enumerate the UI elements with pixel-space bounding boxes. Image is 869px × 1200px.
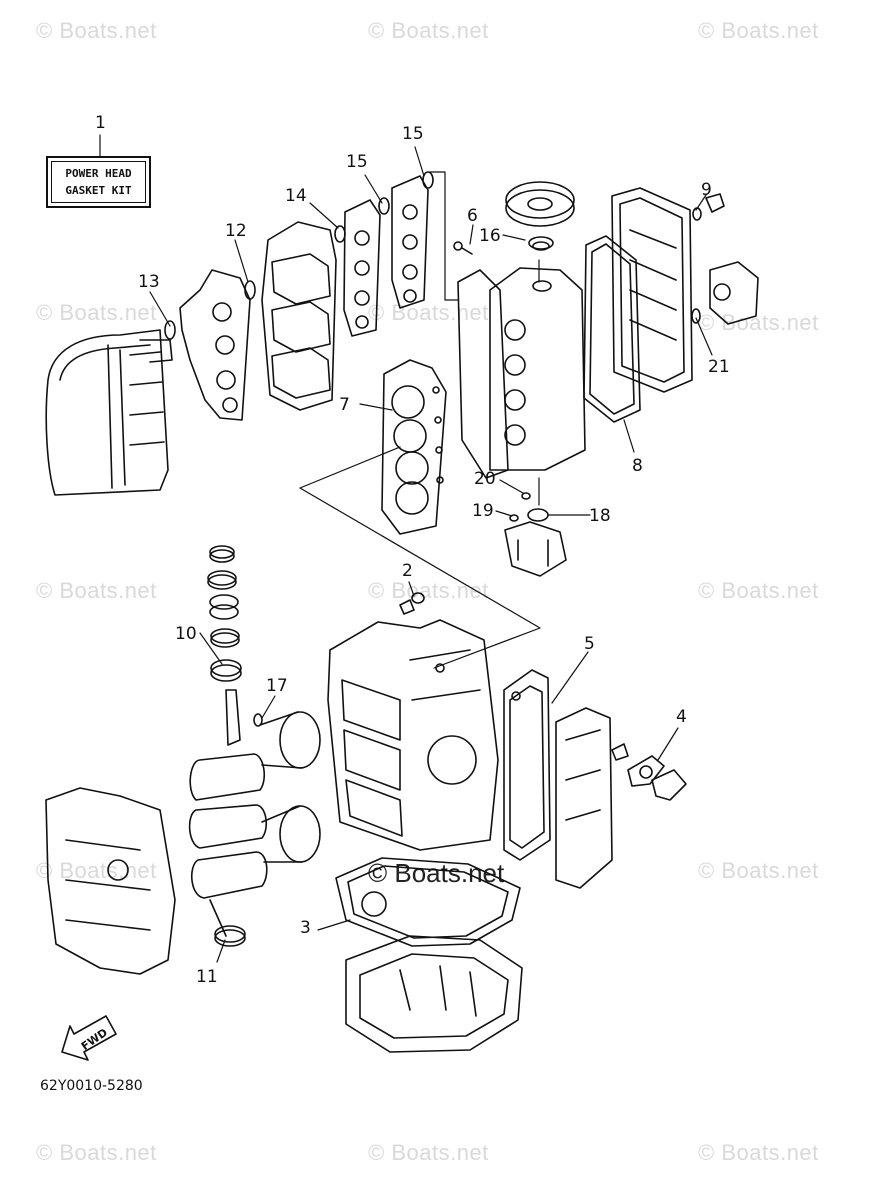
exhaust-cover <box>555 707 629 889</box>
cylinder-block <box>327 619 499 851</box>
callout-15b[interactable]: 15 <box>402 124 424 144</box>
callout-12[interactable]: 12 <box>225 221 247 241</box>
callout-15a[interactable]: 15 <box>346 152 368 172</box>
callout-17[interactable]: 17 <box>266 676 288 696</box>
watermark: © Boats.net <box>36 578 157 603</box>
part-7-head-gasket <box>381 359 447 535</box>
crankcase-half <box>45 787 176 975</box>
watermark: © Boats.net <box>698 1140 819 1165</box>
callout-16[interactable]: 16 <box>479 226 501 246</box>
callout-14[interactable]: 14 <box>285 186 307 206</box>
part-13-cover <box>45 329 173 496</box>
oil-pan <box>345 935 523 1053</box>
part-2-bolt <box>399 592 425 615</box>
watermark: © Boats.net <box>698 578 819 603</box>
watermark: © Boats.net <box>368 18 489 43</box>
watermark-center: © Boats.net <box>368 858 505 888</box>
callout-2[interactable]: 2 <box>402 561 413 581</box>
watermark: © Boats.net <box>368 578 489 603</box>
callout-13[interactable]: 13 <box>138 272 160 292</box>
watermark: © Boats.net <box>368 1140 489 1165</box>
callout-4[interactable]: 4 <box>676 707 687 727</box>
part-14-manifold <box>261 221 346 411</box>
watermark: © Boats.net <box>698 18 819 43</box>
cylinder-head-block <box>457 267 586 479</box>
part-16-pulley <box>505 181 575 251</box>
callout-1[interactable]: 1 <box>95 113 106 133</box>
kit-label-line1: POWER HEAD <box>65 167 132 180</box>
leader-lines <box>99 134 713 963</box>
part-10-bearings <box>207 545 242 682</box>
part-12-plate <box>164 269 256 421</box>
watermark: © Boats.net <box>36 858 157 883</box>
part-21-housing <box>691 261 759 325</box>
part-15-gaskets <box>343 171 434 337</box>
crankshaft <box>188 689 321 947</box>
callout-9[interactable]: 9 <box>701 180 712 200</box>
callout-6[interactable]: 6 <box>467 206 478 226</box>
part-18-20-pump <box>504 492 567 577</box>
cam-cover <box>611 187 693 393</box>
part-9-plug <box>692 193 725 221</box>
callout-19[interactable]: 19 <box>472 501 494 521</box>
callout-20[interactable]: 20 <box>474 469 496 489</box>
callout-11[interactable]: 11 <box>196 967 218 987</box>
part-6-bolt <box>453 241 473 255</box>
diagram-code: 62Y0010-5280 <box>40 1078 143 1094</box>
gasket-kit-box: POWER HEAD GASKET KIT <box>46 156 151 208</box>
callout-18[interactable]: 18 <box>589 506 611 526</box>
fwd-arrow-icon <box>61 1015 117 1061</box>
callout-8[interactable]: 8 <box>632 456 643 476</box>
callout-7[interactable]: 7 <box>339 395 350 415</box>
watermark: © Boats.net <box>698 858 819 883</box>
callout-10[interactable]: 10 <box>175 624 197 644</box>
callout-21[interactable]: 21 <box>708 357 730 377</box>
watermark: © Boats.net <box>36 1140 157 1165</box>
callout-3[interactable]: 3 <box>300 918 311 938</box>
part-4-thermostat <box>627 755 687 801</box>
callout-5[interactable]: 5 <box>584 634 595 654</box>
watermark: © Boats.net <box>368 300 489 325</box>
part-5-gasket <box>503 669 551 861</box>
part-3-gasket <box>335 857 521 947</box>
kit-label-line2: GASKET KIT <box>65 184 132 197</box>
watermark: © Boats.net <box>36 300 157 325</box>
part-8-gasket <box>583 235 641 423</box>
watermark: © Boats.net <box>36 18 157 43</box>
